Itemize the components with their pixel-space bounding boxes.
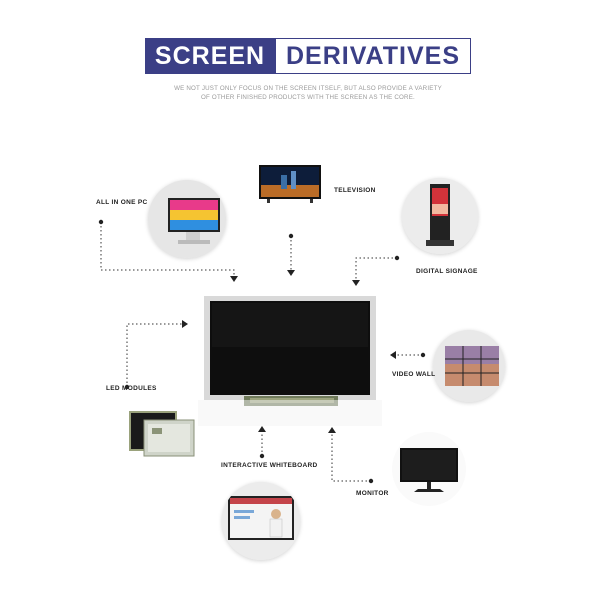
dot-all-in-one-pc <box>98 219 104 225</box>
video-wall-image <box>433 330 505 402</box>
subtitle-line-2: OF OTHER FINISHED PRODUCTS WITH THE SCRE… <box>201 94 415 101</box>
dot-digital-signage <box>394 255 400 261</box>
title-banner: SCREEN DERIVATIVES <box>145 38 471 74</box>
arrow-video-wall <box>390 351 396 359</box>
connector-led-modules <box>126 323 182 387</box>
digital-signage-image <box>402 178 478 254</box>
subtitle-line-1: WE NOT JUST ONLY FOCUS ON THE SCREEN ITS… <box>174 85 442 92</box>
dot-television <box>288 233 294 239</box>
arrow-monitor <box>328 427 336 433</box>
connector-digital-signage <box>355 257 397 280</box>
connector-monitor <box>331 433 371 482</box>
central-screen-panel <box>198 296 382 426</box>
title-left: SCREEN <box>145 38 275 74</box>
led-modules-image <box>129 411 195 457</box>
all-in-one-pc-image <box>148 180 226 258</box>
panel-reflection <box>198 400 382 426</box>
arrow-digital-signage <box>352 280 360 286</box>
label-led-modules: LED MODULES <box>106 385 157 392</box>
dot-video-wall <box>420 352 426 358</box>
label-digital-signage: DIGITAL SIGNAGE <box>416 268 478 275</box>
dot-led-modules <box>124 384 130 390</box>
monitor-image <box>392 432 466 506</box>
label-monitor: MONITOR <box>356 490 389 497</box>
label-interactive-whiteboard: INTERACTIVE WHITEBOARD <box>221 462 318 469</box>
dot-interactive-whiteboard <box>259 453 265 459</box>
title-right: DERIVATIVES <box>275 38 471 74</box>
label-all-in-one-pc: ALL IN ONE PC <box>96 199 148 206</box>
interactive-whiteboard-image <box>222 482 300 560</box>
connector-all-in-one-pc <box>100 222 235 276</box>
arrow-interactive-whiteboard <box>258 426 266 432</box>
arrow-television <box>287 270 295 276</box>
label-television: TELEVISION <box>334 187 376 194</box>
dot-monitor <box>368 478 374 484</box>
television-image <box>259 165 321 203</box>
arrow-led-modules <box>182 320 188 328</box>
label-video-wall: VIDEO WALL <box>392 371 436 378</box>
arrow-all-in-one-pc <box>230 276 238 282</box>
subtitle: WE NOT JUST ONLY FOCUS ON THE SCREEN ITS… <box>150 84 466 102</box>
